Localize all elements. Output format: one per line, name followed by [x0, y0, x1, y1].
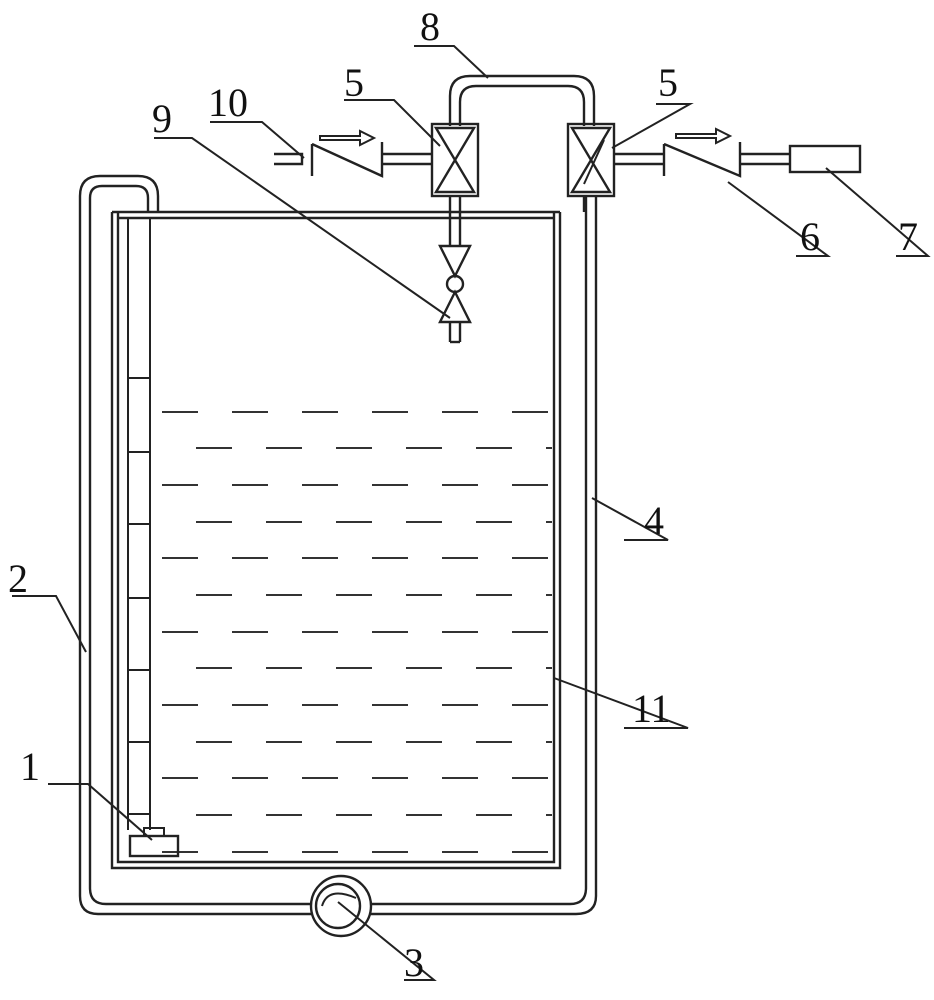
- label-7: 7: [898, 214, 918, 259]
- label-1: 1: [20, 744, 40, 789]
- left-check-valve: [274, 129, 432, 178]
- label-6: 6: [800, 214, 820, 259]
- part-labels: 1 2 3 4 5 5 6 7 8 9 10 11: [8, 4, 918, 985]
- label-10: 10: [208, 80, 248, 125]
- circulation-pump: [309, 874, 373, 938]
- label-11: 11: [632, 686, 671, 731]
- right-valve: [566, 122, 616, 198]
- bottom-pipe: [370, 196, 598, 916]
- top-bypass-pipe: [448, 74, 596, 212]
- outlet-device: [788, 144, 862, 174]
- spray-valve: [438, 244, 472, 344]
- tank: [110, 210, 562, 870]
- label-5-right: 5: [658, 60, 678, 105]
- label-2: 2: [8, 556, 28, 601]
- measuring-rod: [127, 218, 151, 830]
- liquid-surface: [162, 411, 552, 853]
- label-3: 3: [404, 940, 424, 985]
- leader-lines: [12, 45, 931, 981]
- label-5-left: 5: [344, 60, 364, 105]
- label-9: 9: [152, 96, 172, 141]
- label-8: 8: [420, 4, 440, 49]
- right-check-valve: [614, 127, 790, 178]
- left-valve: [430, 122, 480, 246]
- label-4: 4: [644, 498, 664, 543]
- left-pipe: [78, 174, 312, 916]
